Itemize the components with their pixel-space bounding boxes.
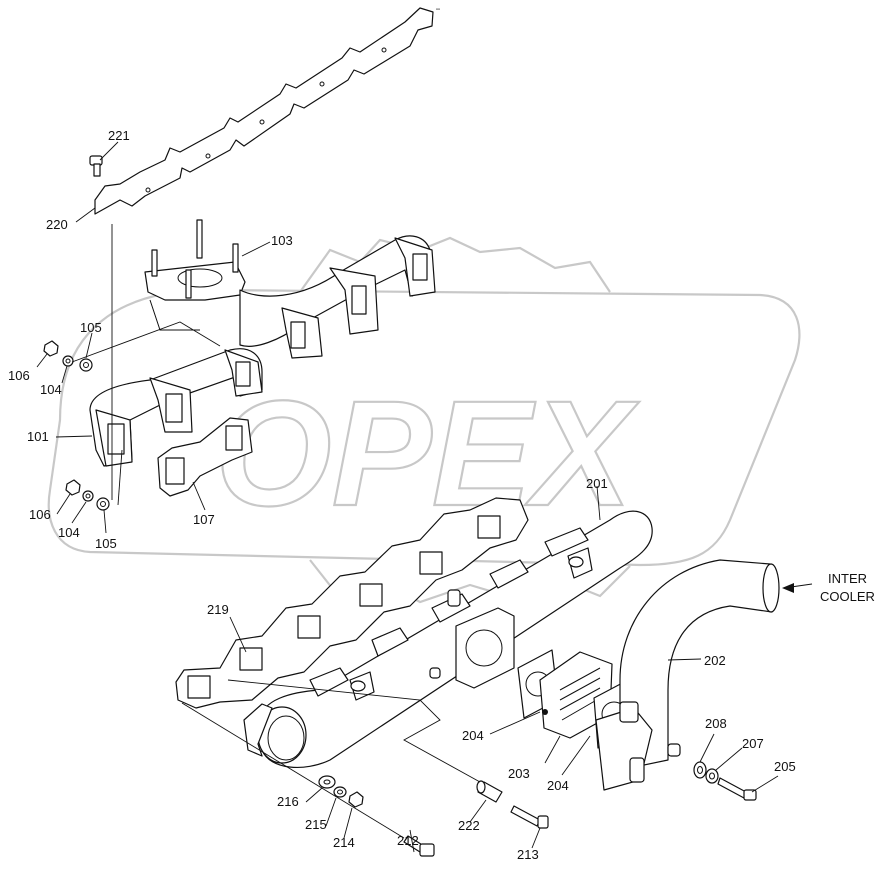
callout-104-lower: 104: [58, 525, 80, 540]
intercooler-label-line2: COOLER: [820, 589, 875, 604]
callout-203: 203: [508, 766, 530, 781]
bolt-205: [717, 777, 757, 801]
callout-105-upper: 105: [80, 320, 102, 335]
heat-shield-220: [94, 7, 434, 215]
intercooler-pipe-202: [595, 559, 780, 791]
callout-212: 212: [397, 833, 419, 848]
nut-214: [348, 791, 364, 808]
washer-215: [333, 786, 347, 798]
watermark: OPEX: [47, 236, 801, 604]
callout-107: 107: [193, 512, 215, 527]
watermark-text: OPEX: [215, 369, 640, 537]
callout-106-upper: 106: [8, 368, 30, 383]
gasket-107: [157, 417, 253, 497]
gasket-219: [175, 497, 529, 709]
nuts-washers-lower: [65, 479, 110, 511]
callout-219: 219: [207, 602, 229, 617]
callout-labels: 221 220 103 105 106 104 101 106 104 105 …: [8, 128, 875, 862]
callout-201: 201: [586, 476, 608, 491]
bolt-212: [403, 835, 435, 857]
exhaust-manifold-103: [144, 219, 436, 359]
callout-215: 215: [305, 817, 327, 832]
callout-222: 222: [458, 818, 480, 833]
nuts-washers-upper: [43, 340, 93, 372]
callout-104-upper: 104: [40, 382, 62, 397]
spacer-222: [476, 780, 503, 803]
bolt-213: [510, 805, 549, 829]
callout-208: 208: [705, 716, 727, 731]
callout-105-lower: 105: [95, 536, 117, 551]
callout-204-left: 204: [462, 728, 484, 743]
callout-202: 202: [704, 653, 726, 668]
callout-207: 207: [742, 736, 764, 751]
corner-note: "": [436, 9, 440, 15]
callout-216: 216: [277, 794, 299, 809]
callout-220: 220: [46, 217, 68, 232]
callout-106-lower: 106: [29, 507, 51, 522]
callout-213: 213: [517, 847, 539, 862]
bolt-221: [89, 155, 103, 177]
callout-221: 221: [108, 128, 130, 143]
washer-216: [318, 775, 336, 789]
callout-103: 103: [271, 233, 293, 248]
callout-205: 205: [774, 759, 796, 774]
washer-208: [693, 761, 707, 779]
leader-lines: [36, 141, 813, 853]
washer-207: [705, 768, 719, 784]
callout-101: 101: [27, 429, 49, 444]
callout-204-right: 204: [547, 778, 569, 793]
flange-adapter: [455, 607, 515, 689]
intercooler-label-line1: INTER: [828, 571, 867, 586]
callout-214: 214: [333, 835, 355, 850]
